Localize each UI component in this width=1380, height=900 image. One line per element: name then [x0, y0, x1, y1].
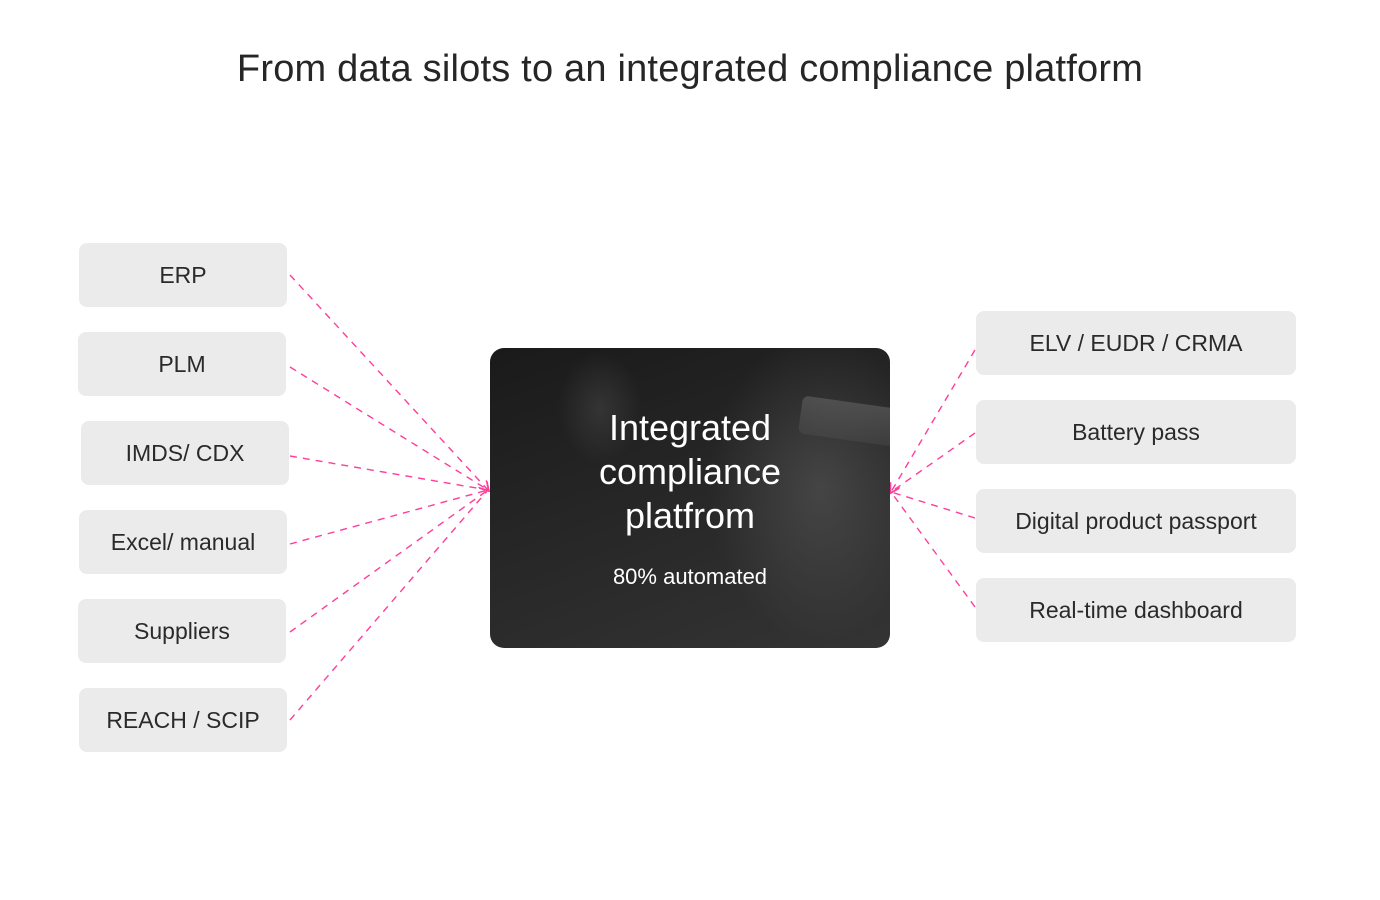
connector-reach: [289, 489, 489, 721]
platform-subtitle: 80% automated: [612, 564, 768, 589]
input-label: Excel/ manual: [110, 528, 256, 555]
input-box-imds-cdx: IMDS/ CDX: [81, 421, 289, 485]
output-box-elv-eudr-crma: ELV / EUDR / CRMA: [976, 311, 1296, 375]
diagram-title: From data silots to an integrated compli…: [236, 48, 1144, 90]
input-box-erp: ERP: [79, 243, 287, 307]
output-box-digital-product-passport: Digital product passport: [976, 489, 1296, 553]
output-label: Real-time dashboard: [1029, 596, 1243, 623]
connector-elv: [891, 349, 976, 492]
output-label: Digital product passport: [1015, 507, 1257, 534]
connector-dpp: [890, 491, 976, 519]
input-label: REACH / SCIP: [106, 706, 260, 733]
platform-title: Integrated compliance platfrom: [598, 407, 782, 536]
input-box-suppliers: Suppliers: [78, 599, 286, 663]
input-box-excel-manual: Excel/ manual: [79, 510, 287, 574]
connector-suppliers: [289, 489, 489, 633]
connector-erp: [289, 274, 488, 490]
output-label: Battery pass: [1072, 418, 1200, 445]
connector-excel: [289, 489, 489, 545]
output-box-battery-pass: Battery pass: [976, 400, 1296, 464]
connector-battery: [890, 432, 976, 493]
integrated-platform-card: Integrated compliance platfrom 80% autom…: [490, 348, 890, 648]
input-box-plm: PLM: [78, 332, 286, 396]
input-box-reach-scip: REACH / SCIP: [79, 688, 287, 752]
connector-imds: [289, 455, 489, 491]
input-label: Suppliers: [134, 617, 230, 644]
connector-dashboard: [890, 491, 976, 608]
input-label: IMDS/ CDX: [125, 439, 245, 466]
output-box-real-time-dashboard: Real-time dashboard: [976, 578, 1296, 642]
input-label: PLM: [158, 350, 206, 377]
input-label: ERP: [159, 261, 207, 288]
output-label: ELV / EUDR / CRMA: [1029, 329, 1243, 356]
connector-plm: [289, 366, 489, 491]
